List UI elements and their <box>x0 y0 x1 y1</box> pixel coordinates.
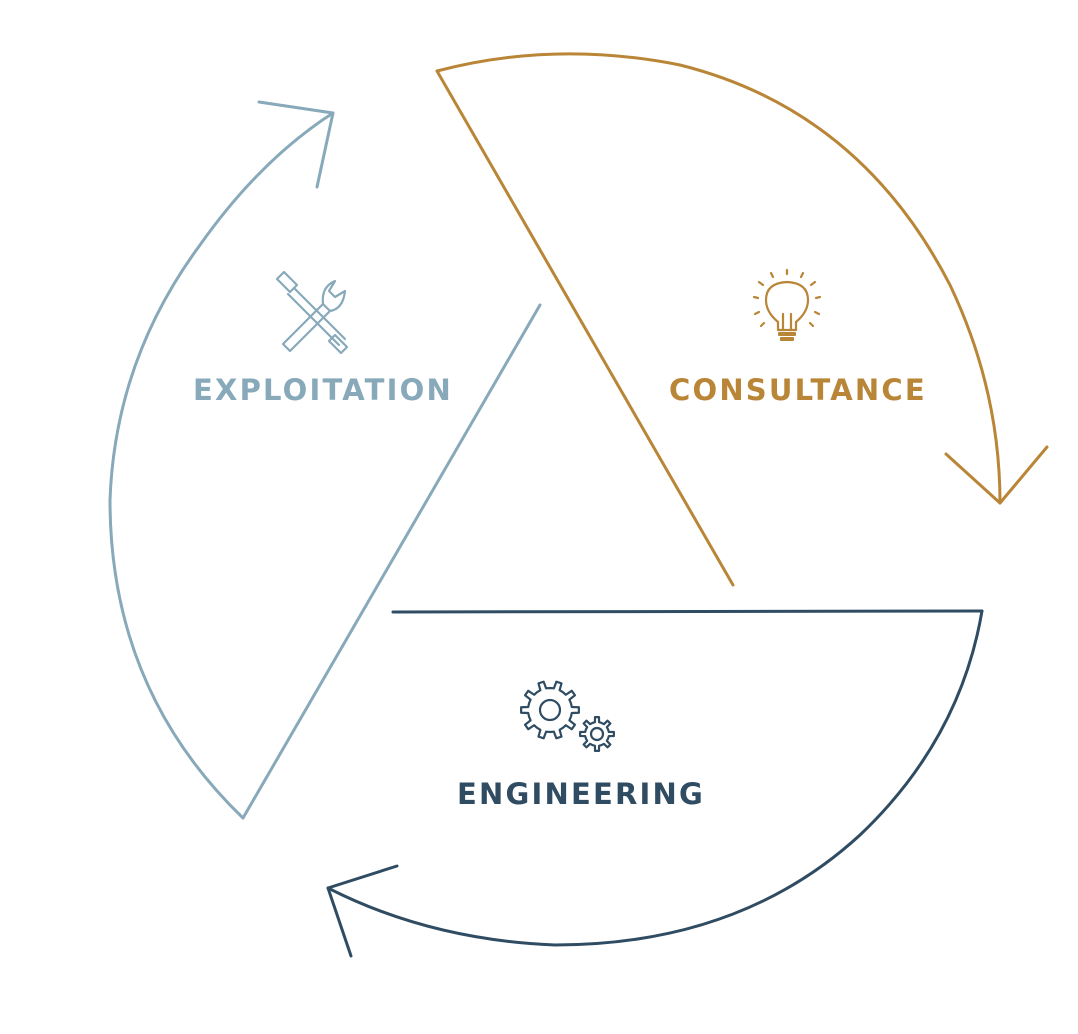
consultance-label: CONSULTANCE <box>669 373 927 407</box>
exploitation-segment <box>108 100 542 820</box>
exploitation-arrowhead <box>257 100 335 189</box>
consultance-arrowhead <box>944 445 1049 505</box>
engineering-arc <box>326 609 984 947</box>
engineering-segment <box>326 609 984 958</box>
engineering-label: ENGINEERING <box>457 777 705 811</box>
exploitation-arc <box>108 111 335 820</box>
consultance-boundary-line <box>435 69 735 587</box>
consultance-arc <box>435 52 1002 505</box>
gears-icon <box>520 680 615 752</box>
engineering-arrowhead <box>326 864 399 958</box>
exploitation-boundary-line <box>241 303 542 820</box>
engineering-boundary-line <box>391 609 984 614</box>
wrench-screwdriver-icon <box>275 270 349 355</box>
exploitation-label: EXPLOITATION <box>193 373 453 407</box>
lightbulb-icon <box>752 268 822 341</box>
consultance-segment <box>435 52 1049 587</box>
